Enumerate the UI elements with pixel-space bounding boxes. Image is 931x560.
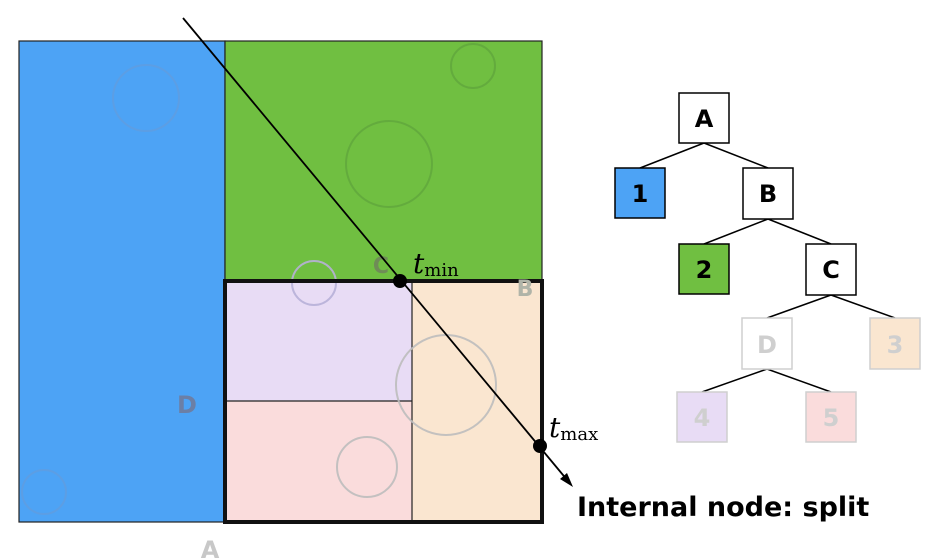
tree-node-b (742, 167, 794, 220)
region-1-blue (18, 40, 226, 523)
tree-node-d-label: D (757, 331, 777, 359)
tree-node-a-label: A (695, 105, 714, 133)
tree-node-c-label: C (822, 256, 840, 284)
tree-leaf-2 (678, 243, 730, 295)
caption: Internal node: split (577, 492, 869, 523)
t-min-label: tmin (413, 247, 459, 281)
region-label-a: A (201, 536, 220, 560)
tree-node-c (805, 243, 857, 296)
ray (182, 17, 569, 482)
primitive-circle (336, 436, 398, 498)
primitive-circle (345, 120, 433, 208)
region-label-c: C (373, 254, 389, 279)
node-c-bounds (223, 279, 544, 524)
tree-leaf-1 (614, 167, 666, 219)
tree-leaf-2-label: 2 (696, 256, 713, 284)
tree-node-b-label: B (759, 180, 777, 208)
tree-leaf-4-label: 4 (694, 404, 711, 432)
ray-arrowhead (560, 473, 573, 487)
region-label-d: D (177, 391, 197, 419)
region-4-purple (225, 281, 412, 401)
primitive-circle (21, 469, 67, 515)
region-label-b: B (517, 277, 534, 302)
t-min-point (393, 274, 407, 288)
region-3-orange (412, 281, 542, 522)
primitive-circle (450, 43, 496, 89)
tree-leaf-1-label: 1 (632, 180, 649, 208)
t-max-label: tmax (549, 411, 598, 445)
region-5-pink (225, 401, 412, 522)
tree-edges (639, 142, 896, 393)
tree-node-a (678, 92, 730, 144)
tree-leaf-3-label: 3 (887, 331, 904, 359)
tree-leaf-3 (869, 317, 921, 370)
tree-leaf-5-label: 5 (823, 404, 840, 432)
t-max-point (533, 439, 547, 453)
tree-leaf-4 (676, 391, 728, 443)
tree-node-d (741, 317, 793, 370)
primitive-circle (112, 64, 180, 132)
tree-leaf-5 (805, 391, 857, 443)
region-2-green (224, 40, 543, 282)
